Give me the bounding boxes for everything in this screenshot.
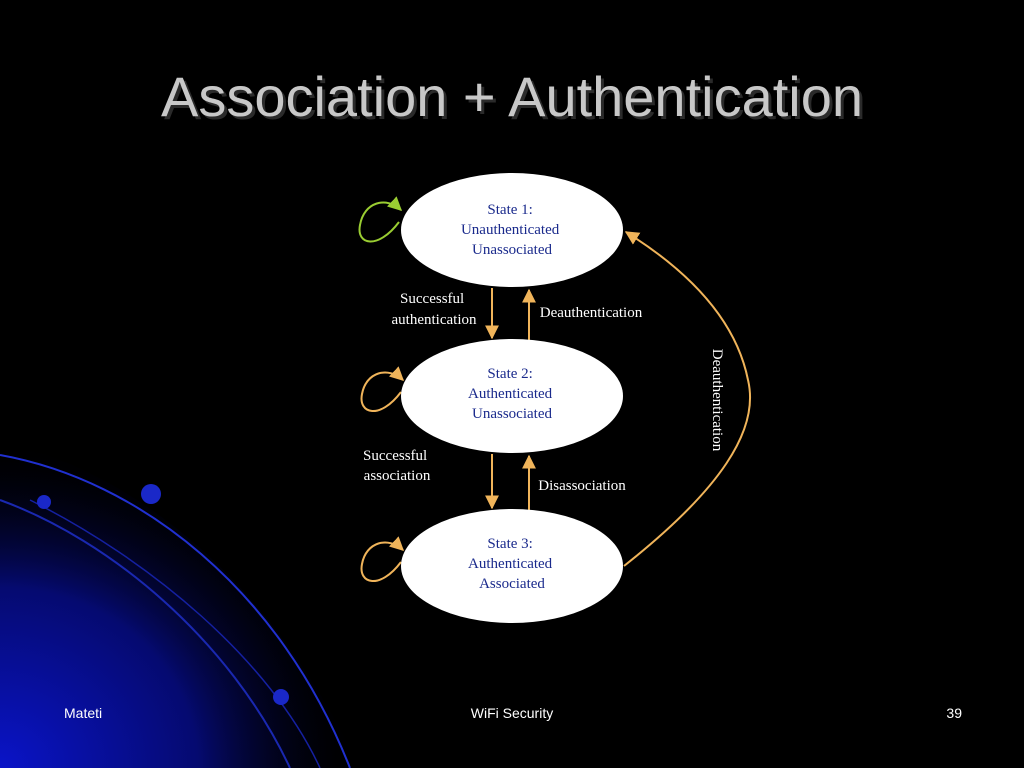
swoosh-dot bbox=[141, 484, 161, 504]
slide-title: Association + Authentication bbox=[160, 65, 864, 128]
label-s2-s3-line-2: association bbox=[364, 468, 431, 484]
arrow-s3-to-s1 bbox=[623, 231, 752, 567]
swoosh-arc-3 bbox=[29, 499, 321, 768]
swoosh-fill bbox=[0, 440, 360, 768]
state-3-label: State 3: Authenticated Associated bbox=[468, 536, 556, 592]
state-1-line-2: Unauthenticated bbox=[461, 222, 560, 238]
swoosh-arc-1 bbox=[0, 454, 351, 768]
footer-author: Mateti bbox=[64, 705, 103, 721]
footer-page-number: 39 bbox=[946, 705, 962, 721]
label-deauthentication-s3-s1: Deauthentication bbox=[709, 349, 725, 452]
state-3-line-1: State 3: bbox=[487, 536, 532, 552]
swoosh-arc-2 bbox=[0, 499, 291, 768]
label-s1-s2-line-1: Successful bbox=[400, 291, 464, 307]
state-3-line-3: Associated bbox=[479, 576, 545, 592]
state-1-line-3: Unassociated bbox=[472, 242, 552, 258]
state-2-label: State 2: Authenticated Unassociated bbox=[468, 366, 556, 422]
self-loop-state-1 bbox=[358, 196, 403, 243]
label-s1-s2-line-2: authentication bbox=[392, 312, 477, 328]
self-loop-state-3 bbox=[360, 536, 405, 582]
state-3-node bbox=[401, 509, 623, 623]
state-2-line-3: Unassociated bbox=[472, 406, 552, 422]
state-3-line-2: Authenticated bbox=[468, 556, 553, 572]
state-1-label: State 1: Unauthenticated Unassociated bbox=[461, 202, 563, 258]
label-s2-s3-line-1: Successful bbox=[363, 448, 427, 464]
state-2-node bbox=[401, 339, 623, 453]
swoosh-dot bbox=[37, 495, 51, 509]
state-2-line-1: State 2: bbox=[487, 366, 532, 382]
swoosh-dot bbox=[273, 689, 289, 705]
footer-course: WiFi Security bbox=[470, 705, 554, 721]
state-1-node bbox=[401, 173, 623, 287]
label-disassociation: Disassociation bbox=[538, 478, 626, 494]
label-successful-association: Successful association bbox=[363, 448, 431, 484]
label-deauthentication-s2-s1: Deauthentication bbox=[540, 305, 643, 321]
label-successful-authentication: Successful authentication bbox=[392, 291, 477, 328]
state-1-line-1: State 1: bbox=[487, 202, 532, 218]
state-2-line-2: Authenticated bbox=[468, 386, 553, 402]
self-loop-state-2 bbox=[360, 366, 405, 412]
